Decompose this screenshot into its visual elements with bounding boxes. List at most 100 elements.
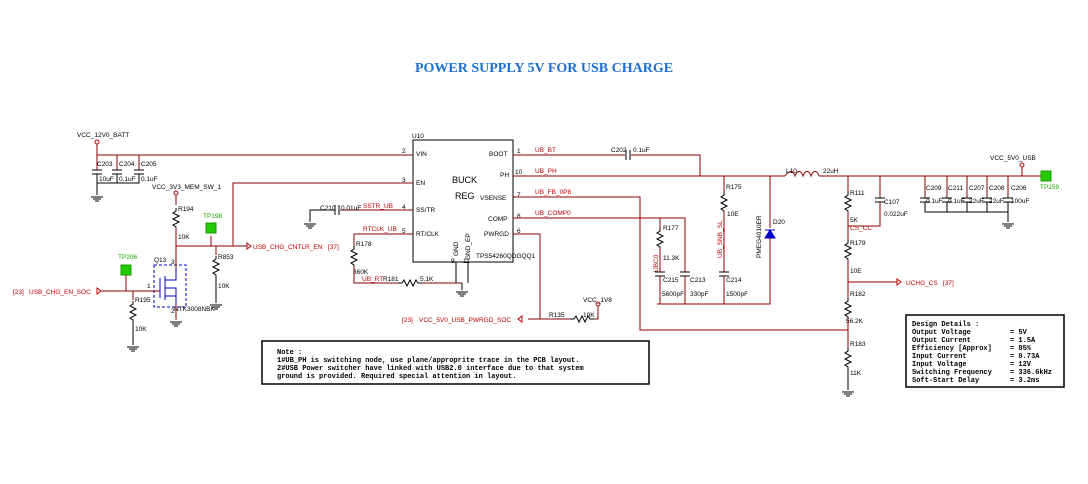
pin-num-vsense: 7	[517, 192, 521, 199]
l10-val: 22uH	[823, 168, 839, 175]
c209-val: 0.1uF	[926, 198, 943, 205]
r195-val: 10K	[135, 326, 147, 333]
c215-ref: C215	[663, 277, 679, 284]
c107-ref: C107	[884, 199, 900, 206]
note-line-0: 1#UB_PH is switching node, use plane/app…	[277, 357, 579, 365]
schematic-title: POWER SUPPLY 5V FOR USB CHARGE	[414, 61, 674, 76]
r195-ref: R195	[135, 297, 151, 304]
c203-val: 10uF	[99, 176, 114, 183]
tp198-label: TP198	[203, 213, 223, 220]
note-header: Note :	[277, 349, 302, 357]
r177-val: 11.3K	[663, 255, 680, 262]
usb-chg-soc-sheet: [23]	[13, 289, 24, 296]
c207-val: 22uF	[969, 198, 984, 205]
pin-num-ph: 10	[515, 169, 523, 176]
pin-num-en: 3	[402, 177, 406, 184]
c204-val: 0.1uF	[119, 176, 136, 183]
c206-val: 100uF	[1011, 198, 1029, 205]
q13-val: NTK3008NBK	[174, 306, 215, 313]
pin-name-sstr: SS/TR	[416, 207, 435, 214]
ic-name-2: REG	[455, 191, 475, 201]
r178-val: 360K	[353, 269, 369, 276]
q13-pin1: 1	[147, 283, 151, 290]
tp159-label: TP159	[1040, 184, 1060, 191]
usb-en-sheet: [37]	[328, 244, 339, 251]
note-box: Note : 1#UB_PH is switching node, use pl…	[261, 340, 650, 385]
r178-ref: R178	[356, 241, 372, 248]
r182-ref: R182	[850, 291, 866, 298]
pin-num-pwrgd: 6	[517, 228, 521, 235]
pin-name-ph: PH	[500, 172, 509, 179]
l10-ref: L10	[786, 168, 797, 175]
design-details-box: Design Details : Output Voltage = 5V Out…	[905, 314, 1065, 388]
ub-ph-net: UB_PH	[535, 168, 557, 175]
vcc1v8-label: VCC_1V8	[583, 297, 612, 304]
output-filter: R111 5K C107 0.022uF CS_CC R179 10E UCHG…	[841, 155, 1060, 397]
note-line-1: 2#USB Power switcher have linked with US…	[277, 365, 584, 373]
ic-u10: U10 BUCK REG TPS54260QDGQQ1 VIN 2 EN 3 S…	[402, 133, 536, 265]
c207-ref: C207	[969, 185, 985, 192]
pin-num-rtclk: 5	[402, 228, 406, 235]
ss-rt-network: C210 0.01uF SSTR_UB RTCLK_UB R178 360K U…	[303, 203, 469, 297]
design-row-1-val: = 1.5A	[1010, 337, 1036, 345]
c214-val: 1500pF	[726, 291, 748, 298]
c209-ref: C209	[926, 185, 942, 192]
c211-ref: C211	[948, 185, 963, 192]
c210-ref: C210	[320, 205, 336, 212]
vcc12-label: VCC_12V0_BATT	[77, 132, 129, 139]
ubc0-net: UBC0	[653, 254, 660, 272]
pin-name-boot: BOOT	[489, 151, 507, 158]
pin-name-vin: VIN	[416, 151, 427, 158]
r853-val: 10K	[218, 283, 230, 290]
pin-name-gndep: GND_EP	[465, 233, 472, 260]
c215-val: 5600pF	[662, 291, 684, 298]
c214-ref: C214	[726, 277, 742, 284]
ub-fb-net: UB_FB_0P8	[535, 189, 572, 196]
c213-val: 330pF	[690, 291, 708, 298]
pin-name-rtclk: RT/CLK	[416, 231, 440, 238]
design-row-0-val: = 5V	[1010, 329, 1028, 337]
design-row-1-key: Output Current	[912, 337, 971, 345]
design-row-0-key: Output Voltage	[912, 329, 971, 337]
input-rail: VCC_12V0_BATT C203 10uF C204 0.1uF C205 …	[77, 132, 413, 202]
c211-val: 0.1uF	[948, 198, 965, 205]
output-stage: UB_BT C202 0.1uF UB_PH L10 22uH R175 10E…	[402, 147, 1045, 331]
r181-ref: R181	[383, 276, 399, 283]
c206-ref: C206	[1011, 185, 1027, 192]
ub-bt-net: UB_BT	[535, 147, 556, 154]
design-row-5-val: = 336.6kHz	[1010, 369, 1052, 377]
pin-num-gnd: 9	[451, 258, 455, 265]
pwrgd-sheet: [23]	[402, 317, 413, 324]
tp206-label: TP206	[118, 254, 138, 261]
pin-num-vin: 2	[402, 148, 406, 155]
pin-name-vsense: VSENSE	[480, 195, 507, 202]
pin-name-comp: COMP	[488, 216, 508, 223]
c210-val: 0.01uF	[341, 205, 361, 212]
d20-val: PMEG4010ER	[756, 215, 763, 258]
c202-ref: C202	[611, 147, 627, 154]
pwrgd-port: VCC_5V0_USB_PWRGD_SOC	[419, 317, 511, 324]
ub-rt-net: UB_RT	[362, 276, 383, 283]
r179-ref: R179	[850, 240, 866, 247]
c205-ref: C205	[141, 161, 157, 168]
r175-ref: R175	[726, 184, 742, 191]
r181-val: 5.1K	[420, 276, 434, 283]
design-row-5-key: Switching Frequency	[912, 369, 993, 377]
ic-part: TPS54260QDGQQ1	[476, 253, 536, 260]
cs-cc-net: CS_CC	[850, 225, 872, 232]
design-row-4-key: Input Voltage	[912, 361, 967, 369]
r175-val: 10E	[727, 211, 739, 218]
design-row-4-val: = 12V	[1010, 361, 1032, 369]
r135-val: 10K	[583, 312, 595, 319]
design-header: Design Details :	[912, 321, 979, 329]
r194-ref: R194	[178, 206, 194, 213]
pin-num-comp: 8	[517, 213, 521, 220]
usb-en-port: USB_CHG_CNTLR_EN	[253, 244, 323, 251]
design-row-6-key: Soft-Start Delay	[912, 377, 980, 385]
design-row-2-key: Efficiency [Approx]	[912, 345, 992, 353]
r853-ref: R853	[218, 254, 234, 261]
pin-num-sstr: 4	[402, 204, 406, 211]
r111-val: 5K	[850, 217, 859, 224]
